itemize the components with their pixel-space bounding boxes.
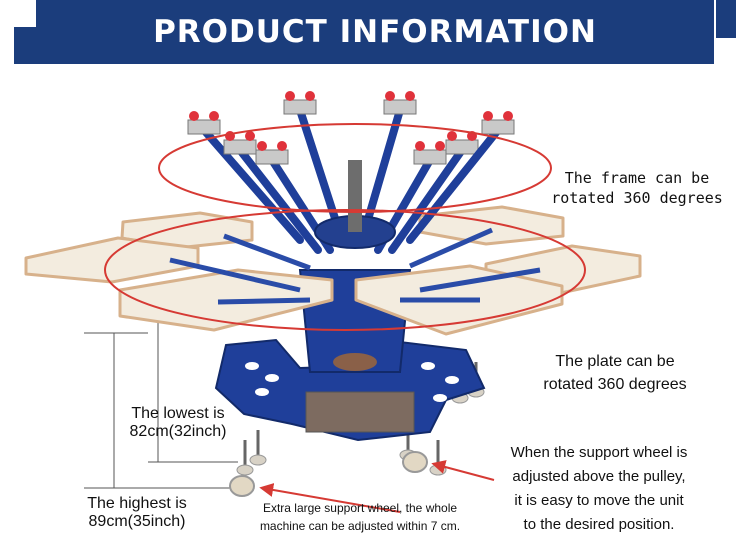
title-banner: PRODUCT INFORMATION <box>36 0 714 64</box>
print-head-arm-1 <box>236 146 322 254</box>
frame-rotation-line-1: The frame can be <box>564 169 710 187</box>
support-wheel-right-callout: When the support wheel is adjusted above… <box>496 441 702 537</box>
base-frame-hole-6 <box>433 394 447 402</box>
plate-rotation-line-1: The plate can be <box>555 353 675 370</box>
support-wheel-right-arrow <box>431 460 495 481</box>
lowest-height-callout: The lowest is 82cm(32inch) <box>118 405 238 441</box>
screen-clamp-knob-a-3 <box>285 91 295 101</box>
support-wheel-left-callout: Extra large support wheel, the whole mac… <box>250 499 470 535</box>
plate-rotation-ellipse <box>104 209 586 331</box>
foot-pad-0 <box>236 464 254 476</box>
page-title: PRODUCT INFORMATION <box>153 14 597 50</box>
highest-height-callout: The highest is 89cm(35inch) <box>72 495 202 531</box>
support-wheel-left-arrow <box>259 483 401 513</box>
header-accent-left <box>14 27 36 64</box>
support-wheel-right-line-4: to the desired position. <box>523 516 675 533</box>
base-frame-hole-5 <box>255 388 269 396</box>
pallet-arm-5 <box>408 227 494 269</box>
machine-illustration <box>24 91 642 513</box>
screen-clamp-knob-a-6 <box>447 131 457 141</box>
support-wheel-left-line-2: machine can be adjusted within 7 cm. <box>259 519 461 533</box>
highest-height-line-2: 89cm(35inch) <box>88 513 186 530</box>
screen-clamp-knob-b-4 <box>405 91 415 101</box>
pallet-arm-3 <box>419 267 541 293</box>
screen-clamp-bracket-7 <box>481 119 515 135</box>
support-wheel-right <box>402 451 428 473</box>
screen-clamp-bracket-6 <box>445 139 479 155</box>
print-head-arm-6 <box>388 146 466 254</box>
header: PRODUCT INFORMATION <box>0 0 750 64</box>
screen-clamp-bracket-0 <box>187 119 221 135</box>
base-frame-hole-2 <box>421 362 435 370</box>
support-wheel-right-line-2: adjusted above the pulley, <box>512 468 686 485</box>
base-frame-hole-3 <box>445 376 459 384</box>
screen-clamp-knob-a-2 <box>257 141 267 151</box>
base-frame-hole-0 <box>245 362 259 370</box>
frame-rotation-ellipse <box>158 123 552 213</box>
header-accent-right <box>716 0 736 38</box>
support-wheel-left <box>229 475 255 497</box>
screen-clamp-knob-b-1 <box>245 131 255 141</box>
screen-clamp-bracket-4 <box>383 99 417 115</box>
screen-clamp-bracket-3 <box>283 99 317 115</box>
screen-clamp-knob-a-7 <box>483 111 493 121</box>
screen-clamp-knob-a-0 <box>189 111 199 121</box>
screen-clamp-knob-b-7 <box>503 111 513 121</box>
plate-rotation-line-2: rotated 360 degrees <box>543 376 687 393</box>
screen-clamp-knob-b-5 <box>435 141 445 151</box>
screen-clamp-knob-a-4 <box>385 91 395 101</box>
frame-rotation-callout: The frame can be rotated 360 degrees <box>532 168 742 208</box>
column-bearing <box>333 353 377 371</box>
support-wheel-right-line-1: When the support wheel is <box>510 444 688 461</box>
base-frame-hole-1 <box>265 374 279 382</box>
center-post <box>348 160 362 232</box>
screen-clamp-knob-b-3 <box>305 91 315 101</box>
pallet-back-right <box>418 205 565 246</box>
screen-clamp-knob-b-0 <box>209 111 219 121</box>
plate-rotation-callout: The plate can be rotated 360 degrees <box>520 353 710 394</box>
screen-clamp-knob-a-5 <box>415 141 425 151</box>
print-head-arm-0 <box>200 126 304 244</box>
lowest-height-line-1: The lowest is <box>131 405 225 422</box>
print-head-arm-7 <box>406 126 502 244</box>
screen-clamp-bracket-1 <box>223 139 257 155</box>
screen-clamp-bracket-5 <box>413 149 447 165</box>
pallet-arm-4 <box>223 233 311 271</box>
screen-clamp-knob-b-2 <box>277 141 287 151</box>
support-wheel-left-line-1: Extra large support wheel, the whole <box>262 501 458 515</box>
frame-rotation-line-2: rotated 360 degrees <box>551 189 723 207</box>
highest-height-line-1: The highest is <box>87 495 187 512</box>
foot-pad-1 <box>249 454 267 466</box>
pallet-arm-1 <box>217 297 311 305</box>
support-wheel-right-line-3: it is easy to move the unit <box>514 492 684 509</box>
screen-clamp-bracket-2 <box>255 149 289 165</box>
pallet-arm-0 <box>169 257 301 293</box>
lowest-height-line-2: 82cm(32inch) <box>129 423 227 440</box>
base-plate <box>305 391 415 433</box>
